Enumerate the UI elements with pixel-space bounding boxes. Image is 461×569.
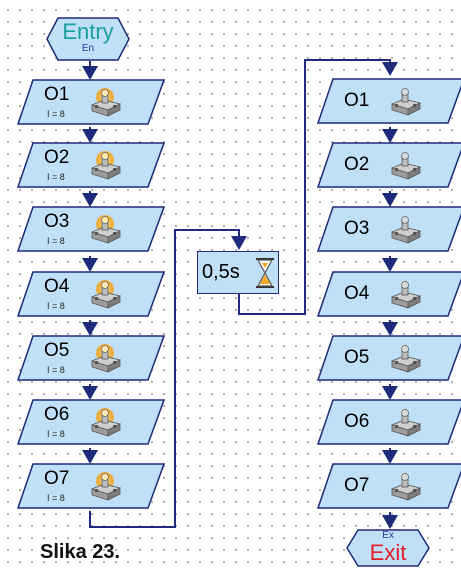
output-label: O3 xyxy=(344,218,370,239)
output-label: O4 xyxy=(344,283,370,304)
delay-block[interactable]: 0,5s xyxy=(197,251,279,294)
left-output-block[interactable]: O7 I = 8 xyxy=(17,463,165,509)
output-shape xyxy=(17,206,165,252)
entry-sub: En xyxy=(81,43,95,54)
exit-block[interactable]: Ex Exit xyxy=(346,529,430,569)
output-shape xyxy=(317,142,461,188)
output-label: O6 xyxy=(344,411,370,432)
lamp-on-icon xyxy=(89,148,123,185)
lamp-on-icon xyxy=(89,469,123,506)
output-param: I = 8 xyxy=(47,236,65,246)
output-param: I = 8 xyxy=(47,493,65,503)
output-label: O7 xyxy=(344,475,370,496)
output-label: O7 xyxy=(44,468,70,489)
output-shape xyxy=(317,463,461,509)
lamp-on-icon xyxy=(89,85,123,122)
output-shape xyxy=(17,335,165,381)
left-output-block[interactable]: O4 I = 8 xyxy=(17,271,165,317)
right-output-block[interactable]: O4 xyxy=(317,271,461,317)
left-output-block[interactable]: O2 I = 8 xyxy=(17,142,165,188)
lamp-on-icon xyxy=(89,405,123,442)
right-output-block[interactable]: O2 xyxy=(317,142,461,188)
output-label: O1 xyxy=(344,90,370,111)
entry-shape xyxy=(46,17,130,61)
lamp-off-icon xyxy=(389,341,423,378)
lamp-off-icon xyxy=(389,84,423,121)
output-shape xyxy=(17,79,165,125)
right-output-block[interactable]: O6 xyxy=(317,399,461,445)
lamp-off-icon xyxy=(389,212,423,249)
left-output-block[interactable]: O1 I = 8 xyxy=(17,79,165,125)
right-output-block[interactable]: O3 xyxy=(317,206,461,252)
entry-title: Entry xyxy=(62,19,114,44)
output-param: I = 8 xyxy=(47,172,65,182)
output-label: O5 xyxy=(44,340,70,361)
hourglass-icon xyxy=(256,258,274,288)
output-shape xyxy=(317,335,461,381)
lamp-on-icon xyxy=(89,277,123,314)
output-shape xyxy=(17,399,165,445)
output-param: I = 8 xyxy=(47,365,65,375)
output-label: O1 xyxy=(44,84,70,105)
exit-shape xyxy=(346,529,430,567)
lamp-on-icon xyxy=(89,341,123,378)
output-param: I = 8 xyxy=(47,109,65,119)
output-shape xyxy=(317,271,461,317)
left-output-block[interactable]: O6 I = 8 xyxy=(17,399,165,445)
output-shape xyxy=(317,399,461,445)
left-output-block[interactable]: O3 I = 8 xyxy=(17,206,165,252)
right-output-block[interactable]: O5 xyxy=(317,335,461,381)
output-shape xyxy=(317,78,461,124)
exit-title: Exit xyxy=(369,540,407,565)
delay-label: 0,5s xyxy=(202,261,240,283)
lamp-on-icon xyxy=(89,212,123,249)
output-param: I = 8 xyxy=(47,301,65,311)
output-label: O4 xyxy=(44,276,70,297)
figure-caption: Slika 23. xyxy=(40,541,121,563)
output-label: O2 xyxy=(344,154,370,175)
lamp-off-icon xyxy=(389,469,423,506)
output-label: O2 xyxy=(44,147,70,168)
output-shape xyxy=(317,206,461,252)
lamp-off-icon xyxy=(389,277,423,314)
output-shape xyxy=(17,271,165,317)
right-output-block[interactable]: O7 xyxy=(317,463,461,509)
output-shape xyxy=(17,142,165,188)
output-label: O6 xyxy=(44,404,70,425)
output-param: I = 8 xyxy=(47,429,65,439)
right-output-block[interactable]: O1 xyxy=(317,78,461,124)
output-shape xyxy=(17,463,165,509)
output-label: O3 xyxy=(44,211,70,232)
entry-block[interactable]: Entry En xyxy=(46,17,130,61)
exit-sub: Ex xyxy=(382,530,394,541)
lamp-off-icon xyxy=(389,148,423,185)
lamp-off-icon xyxy=(389,405,423,442)
output-label: O5 xyxy=(344,347,370,368)
left-output-block[interactable]: O5 I = 8 xyxy=(17,335,165,381)
